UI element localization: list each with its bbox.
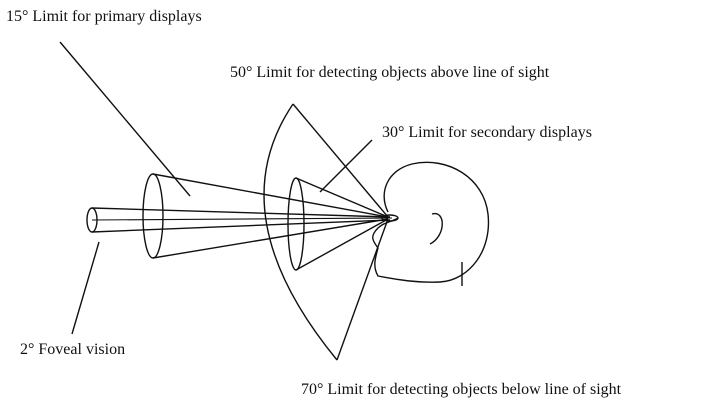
label-primary-displays: 15° Limit for primary displays — [6, 8, 202, 25]
label-secondary-displays: 30° Limit for secondary displays — [382, 124, 592, 141]
outer-arc — [263, 103, 338, 361]
label-above-line-of-sight: 50° Limit for detecting objects above li… — [230, 64, 550, 81]
head-outline — [372, 161, 490, 283]
leader-primary — [59, 41, 191, 197]
primary-displays-cone — [142, 173, 389, 259]
primary-cone-base — [142, 173, 164, 259]
foveal-vision-cone — [86, 207, 393, 233]
secondary-cone-lower-edge — [295, 218, 389, 271]
ear — [429, 213, 443, 245]
head-profile — [372, 161, 490, 286]
label-below-line-of-sight: 70° Limit for detecting objects below li… — [301, 381, 622, 398]
foveal-cone-upper-edge — [91, 207, 391, 218]
line-of-sight — [91, 217, 393, 221]
outer-field-sector — [263, 103, 389, 361]
outer-lower-edge — [336, 218, 389, 361]
leader-lines — [59, 41, 373, 335]
secondary-cone-upper-edge — [295, 177, 389, 218]
foveal-cone-lower-edge — [91, 219, 391, 233]
eye — [381, 214, 399, 222]
leader-secondary — [319, 139, 373, 193]
primary-cone-lower-edge — [152, 218, 389, 259]
outer-upper-edge — [292, 103, 389, 218]
leader-foveal — [71, 241, 100, 335]
primary-cone-upper-edge — [152, 173, 389, 218]
label-foveal-vision: 2° Foveal vision — [20, 341, 126, 358]
